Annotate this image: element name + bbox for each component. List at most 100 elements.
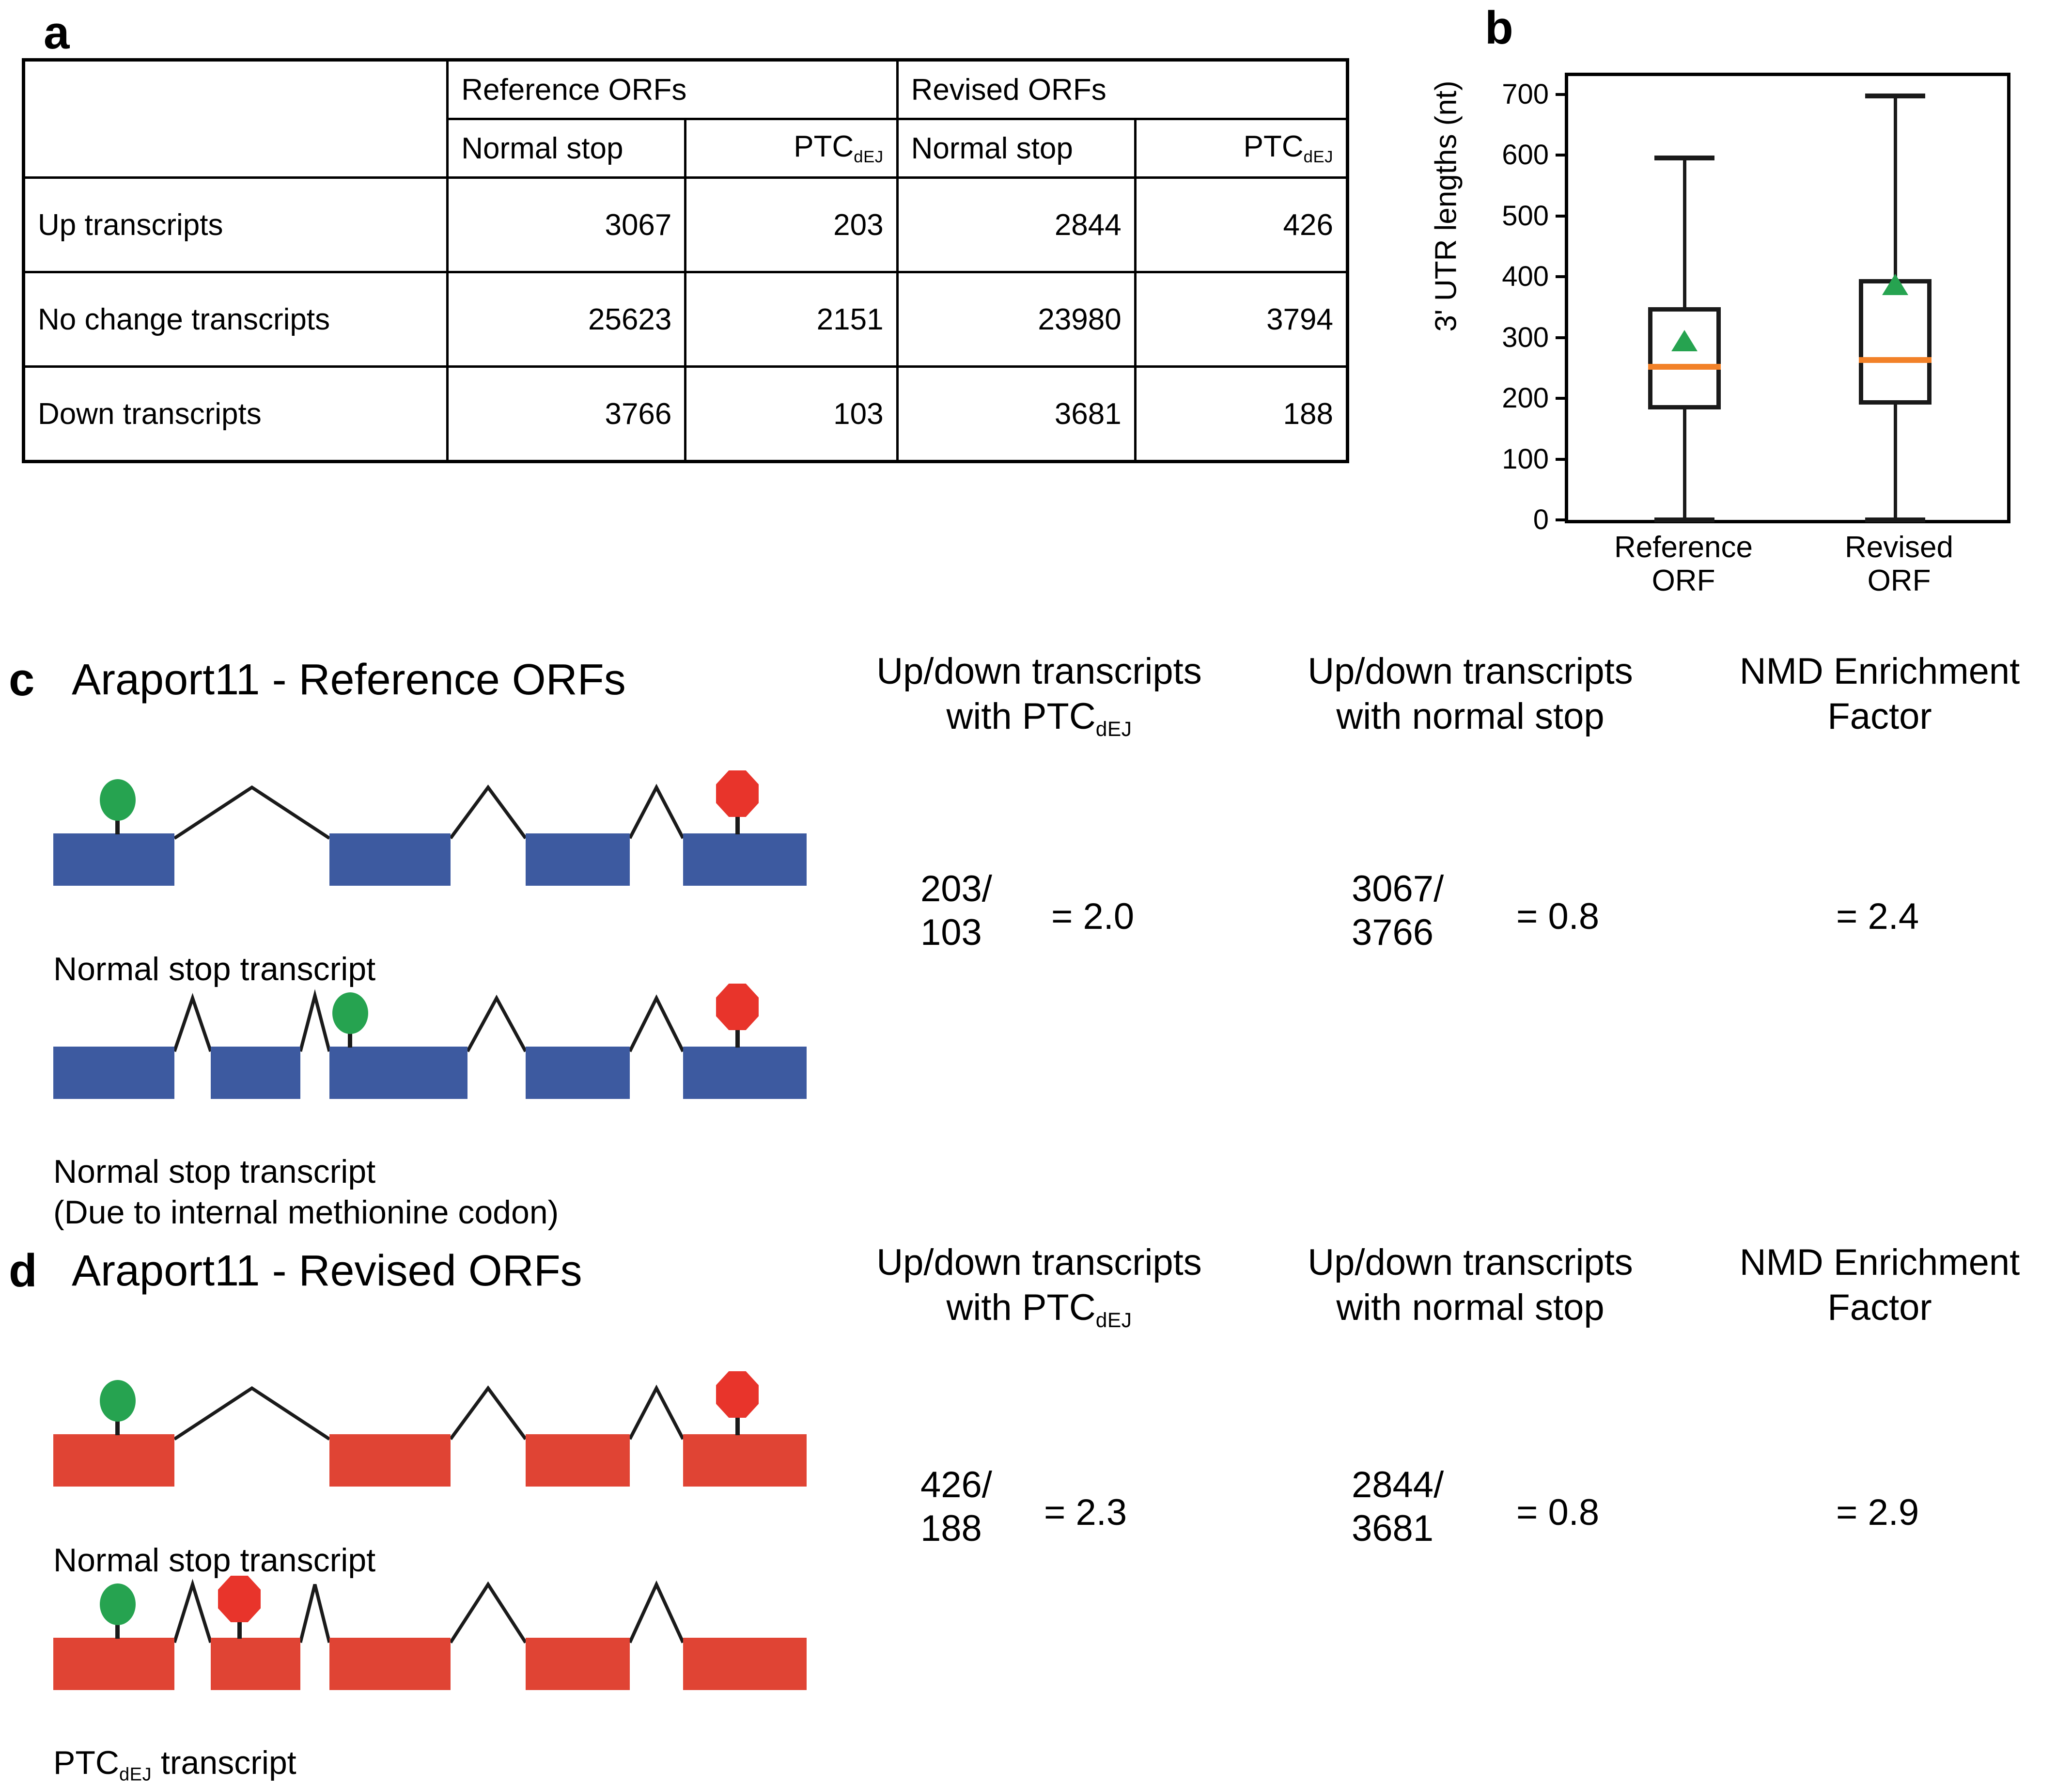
cell-up-ref-normal: 3067 (446, 176, 687, 273)
cell-down-ref-normal: 3766 (446, 365, 687, 463)
transcript-caption-1: Normal stop transcript (53, 1542, 376, 1579)
fraction-numerator: 3067/ (1352, 868, 1444, 909)
y-axis-label: 3' UTR lengths (nt) (1429, 80, 1463, 332)
fraction-denominator: 3681 (1352, 1507, 1434, 1549)
red-octagon-stop-codon-icon (218, 1576, 261, 1622)
panel-c-letter: c (9, 654, 35, 705)
col-head-line1: NMD Enrichment (1739, 651, 2020, 692)
intron-line (298, 989, 331, 1052)
fraction-normal-stop: 3067/ 3766 (1352, 867, 1444, 954)
transcript-diagram-ptc-dej (0, 1576, 824, 1706)
panel-c-reference-orfs: c Araport11 - Reference ORFs Up/down tra… (0, 630, 2072, 1231)
table-row: Down transcripts 3766 103 3681 188 (22, 365, 1349, 463)
exon-box (53, 833, 174, 886)
result-nmd-enrichment: = 2.9 (1836, 1492, 1919, 1533)
whisker-cap-lower (1865, 517, 1925, 522)
y-axis-tick (1556, 336, 1568, 339)
table-row: Up transcripts 3067 203 2844 426 (22, 176, 1349, 273)
transcript-diagram-normal-stop (0, 770, 824, 901)
intron-line (173, 1386, 330, 1441)
exon-box (526, 1434, 630, 1487)
column-header-ptc-dej: Up/down transcripts with PTCdEJ (853, 649, 1226, 742)
y-axis-tick-label: 100 (1502, 443, 1549, 475)
result-ptc-dej: = 2.0 (1051, 896, 1135, 937)
exon-box (53, 1638, 174, 1690)
y-axis-tick (1556, 275, 1568, 279)
col-head-line2: with normal stop (1336, 1286, 1605, 1328)
col-head-subscript: dEJ (1095, 717, 1132, 741)
median-line (1858, 357, 1932, 363)
intron-line (628, 994, 685, 1052)
exon-box (53, 1434, 174, 1487)
intron-line (628, 783, 685, 839)
cell-up-ref-ptc: 203 (684, 176, 899, 273)
cell-up-rev-ptc: 426 (1134, 176, 1349, 273)
intron-line (173, 785, 330, 840)
fraction-ptc-dej: 203/ 103 (920, 867, 992, 954)
y-axis-tick (1556, 214, 1568, 218)
fraction-denominator: 103 (920, 911, 982, 953)
table-row: No change transcripts 25623 2151 23980 3… (22, 271, 1349, 368)
x-label-line-2: ORF (1867, 564, 1931, 598)
table-header-row-groups: Reference ORFs Revised ORFs (22, 59, 1349, 179)
cell-up-rev-normal: 2844 (896, 176, 1137, 273)
y-axis-tick-label: 600 (1502, 139, 1549, 171)
col-head-line2: with normal stop (1336, 695, 1605, 737)
fraction-numerator: 426/ (920, 1464, 992, 1505)
group-header-revised-orfs: Revised ORFs (896, 59, 1349, 120)
exon-box (526, 1638, 630, 1690)
iqr-box (1858, 279, 1932, 405)
exon-box (211, 1047, 300, 1099)
panel-a-letter: a (44, 7, 70, 59)
column-header-ptc-dej: Up/down transcripts with PTCdEJ (853, 1240, 1226, 1333)
y-axis-tick-label: 200 (1502, 382, 1549, 414)
intron-line (172, 993, 213, 1052)
transcript-caption-2-line2: (Due to internal methionine codon) (53, 1194, 559, 1231)
result-normal-stop: = 0.8 (1516, 896, 1600, 937)
col-head-line1: Up/down transcripts (876, 651, 1202, 692)
subheader-ref-ptc: PTCdEJ (684, 118, 899, 179)
table-header-row-sub: Normal stop PTCdEJ Normal stop PTCdEJ (24, 118, 1349, 179)
exon-box (329, 1638, 451, 1690)
codon-marker-stem (735, 809, 740, 834)
column-header-nmd-enrichment: NMD Enrichment Factor (1696, 1240, 2064, 1330)
x-label-line-2: ORF (1651, 564, 1715, 598)
codon-marker-stem (115, 1618, 120, 1639)
codon-marker-stem (115, 1415, 120, 1435)
iqr-box (1648, 307, 1721, 409)
intron-line (449, 1385, 527, 1441)
exon-box (683, 833, 807, 886)
caption-ptc-subscript: dEJ (119, 1764, 152, 1785)
exon-box (526, 833, 630, 886)
exon-box (211, 1638, 300, 1690)
exon-box (526, 1047, 630, 1099)
caption-ptc-text: PTC (53, 1744, 119, 1781)
codon-marker-stem (735, 1022, 740, 1048)
y-axis-tick-label: 700 (1502, 78, 1549, 110)
subheader-ref-ptc-text: PTC (794, 130, 854, 164)
red-octagon-stop-codon-icon (716, 984, 759, 1030)
y-axis-tick-label: 300 (1502, 321, 1549, 353)
intron-line (298, 1584, 331, 1643)
col-head-line1: Up/down transcripts (1308, 1242, 1633, 1283)
panel-b-letter: b (1485, 2, 1513, 54)
median-line (1648, 363, 1721, 370)
mean-triangle-marker (1882, 274, 1908, 296)
row-label-no-change-transcripts: No change transcripts (22, 271, 449, 368)
whisker-cap-upper (1654, 156, 1715, 161)
intron-line (449, 784, 527, 840)
exon-box (329, 1047, 467, 1099)
column-header-nmd-enrichment: NMD Enrichment Factor (1696, 649, 2064, 739)
intron-line (628, 1384, 685, 1440)
x-label-line-1: Reference (1614, 531, 1753, 564)
exon-box (683, 1047, 807, 1099)
subheader-rev-ptc-text: PTC (1243, 130, 1304, 164)
whisker-cap-upper (1865, 94, 1925, 99)
fraction-ptc-dej: 426/ 188 (920, 1463, 992, 1550)
intron-line (628, 1580, 685, 1644)
cell-down-ref-ptc: 103 (684, 365, 899, 463)
table-corner-cell (22, 59, 449, 179)
red-octagon-stop-codon-icon (716, 1371, 759, 1418)
fraction-numerator: 203/ (920, 868, 992, 909)
